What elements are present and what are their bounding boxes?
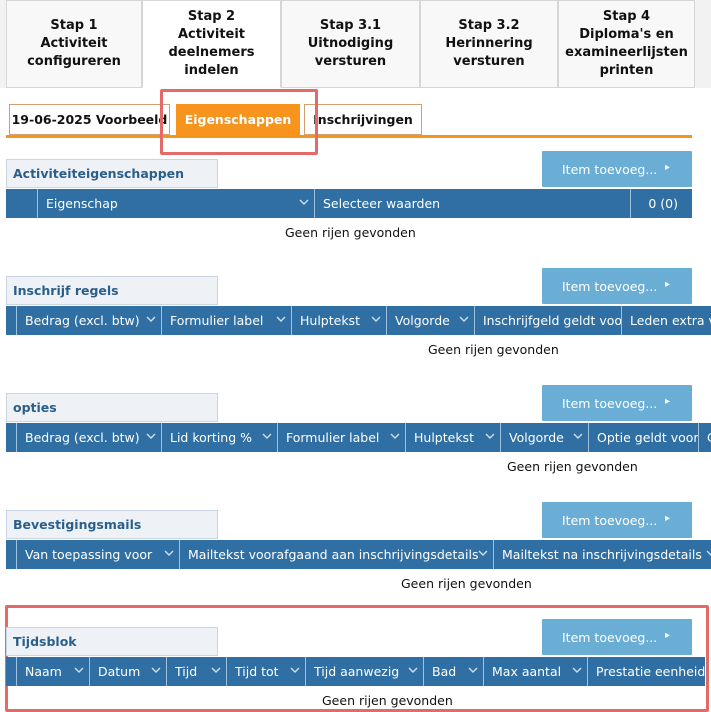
chevron-right-icon: ▸ <box>664 513 670 524</box>
chevron-down-icon <box>478 548 488 558</box>
column-optie-geldt[interactable]: Optie geldt voor <box>589 423 699 452</box>
empty-message: Geen rijen gevonden <box>428 342 559 357</box>
chevron-down-icon <box>485 431 495 441</box>
column-eigenschap[interactable]: Eigenschap <box>38 189 315 218</box>
column-naam[interactable]: Naam <box>17 657 90 686</box>
column-van-toepassing[interactable]: Van toepassing voor <box>17 540 180 569</box>
grid-header-bevestiging: Van toepassing voor Mailtekst voorafgaan… <box>6 540 711 569</box>
section-title-opties: opties <box>6 393 218 422</box>
chevron-down-icon <box>459 314 469 324</box>
empty-message: Geen rijen gevonden <box>507 459 638 474</box>
chevron-down-icon <box>262 431 272 441</box>
highlight-box-tab <box>160 89 318 155</box>
column-bedrag[interactable]: Bedrag (excl. btw) <box>17 306 162 335</box>
column-spacer <box>6 657 17 686</box>
column-volgorde[interactable]: Volgorde <box>387 306 475 335</box>
column-selecteer-waarden[interactable]: Selecteer waarden <box>315 189 631 218</box>
step-2[interactable]: Stap 2 Activiteit deelnemers indelen <box>142 0 281 88</box>
section-title-tijdsblok: Tijdsblok <box>6 627 218 656</box>
column-formulier-label[interactable]: Formulier label <box>162 306 292 335</box>
chevron-right-icon: ▸ <box>664 630 670 641</box>
column-bad[interactable]: Bad <box>424 657 484 686</box>
column-hulptekst[interactable]: Hulptekst <box>292 306 387 335</box>
column-datum[interactable]: Datum <box>90 657 167 686</box>
grid-header-inschrijf: Bedrag (excl. btw) Formulier label Hulpt… <box>6 306 711 335</box>
column-leden-extra[interactable]: Leden extra v <box>630 313 711 328</box>
chevron-right-icon: ▸ <box>664 396 670 407</box>
grid-header-tijdsblok: Naam Datum Tijd Tijd tot Tijd aanwezig B… <box>6 657 705 686</box>
chevron-down-icon <box>572 665 582 675</box>
column-c[interactable]: C <box>699 423 711 452</box>
chevron-down-icon <box>468 665 478 675</box>
column-count: 0 (0) <box>648 196 678 211</box>
add-item-button[interactable]: Item toevoeg...▸ <box>542 151 692 187</box>
empty-message: Geen rijen gevonden <box>401 576 532 591</box>
column-inschrijfgeld[interactable]: Inschrijfgeld geldt voor <box>475 306 622 335</box>
chevron-down-icon <box>146 314 156 324</box>
add-item-button[interactable]: Item toevoeg...▸ <box>542 619 692 655</box>
step-3-1[interactable]: Stap 3.1 Uitnodiging versturen <box>281 0 420 88</box>
add-item-button[interactable]: Item toevoeg...▸ <box>542 502 692 538</box>
tab-eigenschappen[interactable]: Eigenschappen <box>176 104 300 135</box>
column-formulier-label[interactable]: Formulier label <box>278 423 406 452</box>
column-tijd-tot[interactable]: Tijd tot <box>227 657 306 686</box>
chevron-down-icon <box>371 314 381 324</box>
chevron-down-icon <box>290 665 300 675</box>
step-3-2[interactable]: Stap 3.2 Herinnering versturen <box>420 0 558 88</box>
section-title-inschrijf-regels: Inschrijf regels <box>6 276 218 305</box>
add-item-button[interactable]: Item toevoeg...▸ <box>542 268 692 304</box>
column-spacer <box>6 306 17 335</box>
tab-voorbeeld[interactable]: 19-06-2025 Voorbeeld <box>9 104 170 135</box>
add-item-button[interactable]: Item toevoeg...▸ <box>542 385 692 421</box>
column-select[interactable] <box>6 189 38 218</box>
chevron-down-icon <box>164 548 174 558</box>
column-tijd-aanwezig[interactable]: Tijd aanwezig <box>306 657 424 686</box>
chevron-down-icon <box>390 431 400 441</box>
chevron-down-icon <box>211 665 221 675</box>
grid-header-opties: Bedrag (excl. btw) Lid korting % Formuli… <box>6 423 711 452</box>
chevron-down-icon <box>408 665 418 675</box>
chevron-down-icon <box>299 197 309 207</box>
empty-message: Geen rijen gevonden <box>285 225 416 240</box>
column-tijd[interactable]: Tijd <box>167 657 227 686</box>
chevron-down-icon <box>151 665 161 675</box>
column-bedrag[interactable]: Bedrag (excl. btw) <box>17 423 162 452</box>
column-max-aantal[interactable]: Max aantal <box>484 657 588 686</box>
chevron-down-icon <box>276 314 286 324</box>
column-volgorde[interactable]: Volgorde <box>501 423 589 452</box>
empty-message: Geen rijen gevonden <box>322 693 453 708</box>
section-title-activiteiteigenschappen: Activiteiteigenschappen <box>6 159 218 188</box>
tab-inschrijvingen[interactable]: Inschrijvingen <box>304 104 422 135</box>
column-mailtekst-voorafgaand[interactable]: Mailtekst voorafgaand aan inschrijvingsd… <box>180 540 494 569</box>
step-4[interactable]: Stap 4 Diploma's en examineerlijsten pri… <box>558 0 695 88</box>
chevron-right-icon: ▸ <box>664 279 670 290</box>
chevron-right-icon: ▸ <box>664 162 670 173</box>
section-title-bevestigingsmails: Bevestigingsmails <box>6 510 218 539</box>
chevron-down-icon <box>706 548 711 558</box>
column-mailtekst-na[interactable]: Mailtekst na inschrijvingsdetails <box>494 540 711 569</box>
column-lid-korting[interactable]: Lid korting % <box>162 423 278 452</box>
column-spacer <box>6 540 17 569</box>
column-prestatie-eenheid[interactable]: Prestatie eenheid <box>596 664 705 679</box>
chevron-down-icon <box>74 665 84 675</box>
wizard-steps: Stap 1 Activiteit configureren Stap 2 Ac… <box>0 0 711 88</box>
column-spacer <box>6 423 17 452</box>
chevron-down-icon <box>573 431 583 441</box>
column-hulptekst[interactable]: Hulptekst <box>406 423 501 452</box>
tab-underline <box>6 135 692 138</box>
step-1[interactable]: Stap 1 Activiteit configureren <box>6 0 142 88</box>
grid-header-activiteit: Eigenschap Selecteer waarden 0 (0) <box>6 189 692 218</box>
chevron-down-icon <box>146 431 156 441</box>
